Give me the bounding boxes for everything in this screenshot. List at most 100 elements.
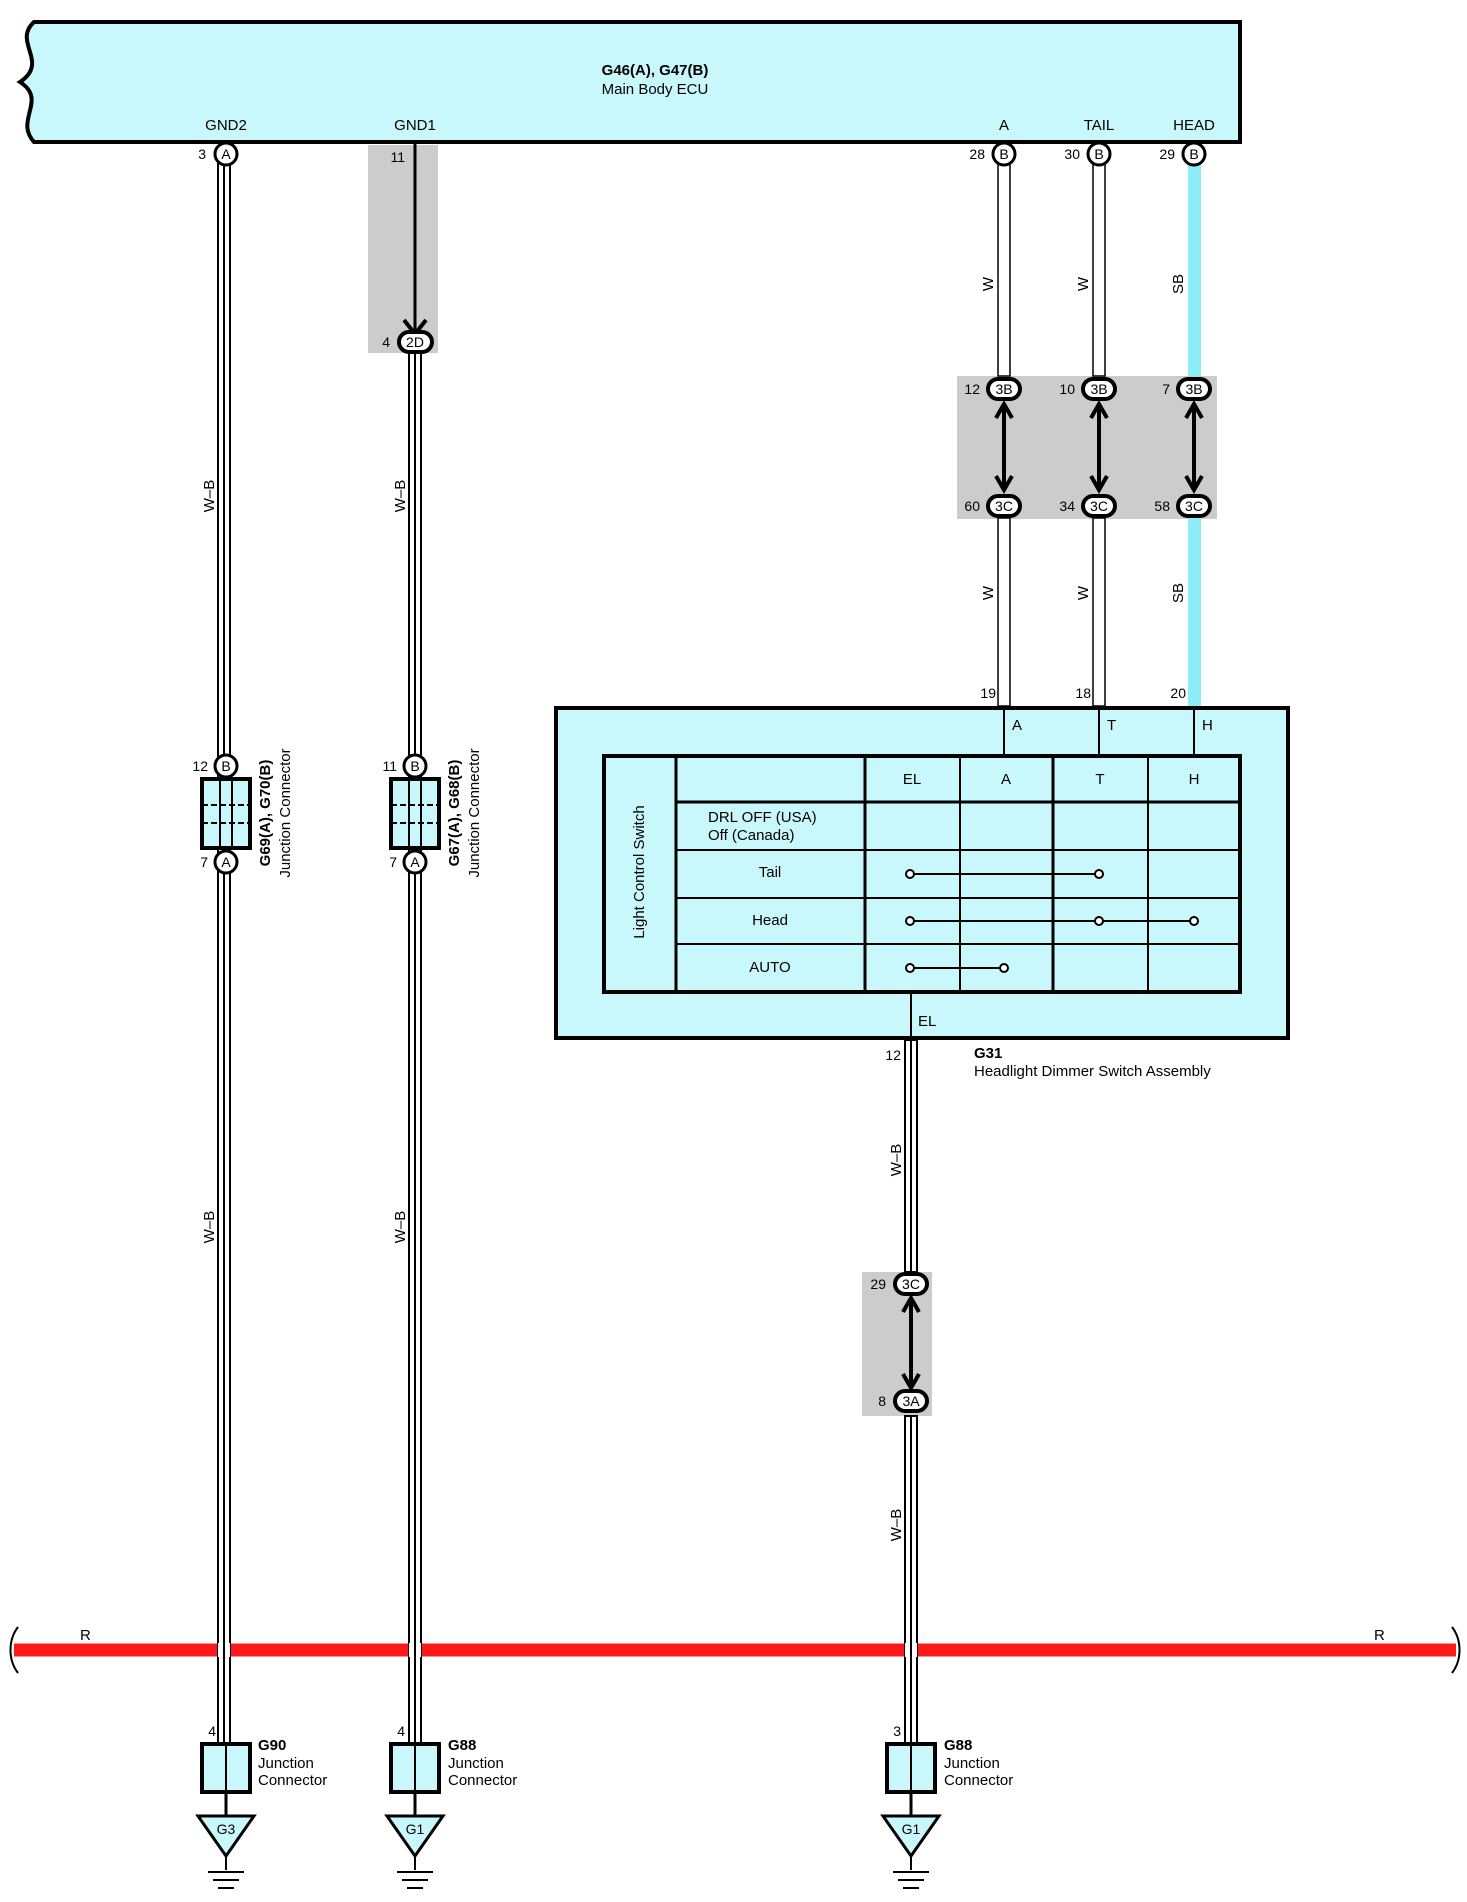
svg-text:B: B [221,758,230,774]
switch-side-label: Light Control Switch [631,805,648,938]
ground-symbol-g1-a: G1 [384,1814,446,1889]
svg-text:A: A [1012,717,1022,734]
svg-text:H: H [1202,717,1213,734]
svg-text:11: 11 [382,758,397,774]
svg-text:8: 8 [878,1393,886,1409]
bottom-connector-g88-b: 3 G88 Junction Connector G1 [880,1723,1013,1889]
svg-text:Connector: Connector [944,1772,1013,1789]
svg-text:3A: 3A [902,1393,920,1409]
splice-arrow-el [901,1293,921,1393]
switch-row-tail: Tail [759,864,782,881]
svg-text:3: 3 [893,1723,901,1739]
svg-text:3: 3 [198,146,206,162]
ground-symbol-g1-b: G1 [880,1814,942,1889]
svg-text:12: 12 [964,381,980,397]
splice-tail-3b: 3B 10 [1059,377,1117,401]
switch-row-off-1: DRL OFF (USA) [708,809,817,826]
splice-bg-gnd1 [368,145,438,353]
svg-text:12: 12 [192,758,208,774]
wire-label-r-right: R [1374,1627,1385,1644]
svg-text:3B: 3B [1185,381,1202,397]
splice-el-3a: 3A 8 [878,1389,929,1413]
switch-col-h: H [1189,771,1200,788]
svg-text:EL: EL [918,1013,936,1030]
switch-name: Headlight Dimmer Switch Assembly [974,1063,1211,1080]
junction-connector-g69-g70: B 12 A 7 G69(A), G70(B) Junction Connect… [192,748,294,877]
svg-text:G88: G88 [448,1737,476,1754]
switch-row-auto: AUTO [749,959,790,976]
main-body-ecu: G46(A), G47(B) Main Body ECU GND2 GND1 A… [16,20,1242,144]
ecu-pin-a: B 28 [969,141,1017,167]
wire-label-w-3: W [980,585,997,600]
ecu-terminal-gnd2: GND2 [205,117,247,134]
switch-col-a: A [1001,771,1011,788]
wire-label-wb-4: W–B [392,1211,409,1244]
junction-mid-title: G67(A), G68(B) [446,760,463,867]
ecu-pin-head: B 29 [1159,141,1207,167]
wire-gnd2 [217,153,231,1745]
wire-r: R R [9,1626,1461,1674]
svg-text:A: A [410,854,420,870]
svg-text:G90: G90 [258,1737,286,1754]
ecu-pin-tail: B 30 [1064,141,1112,167]
svg-text:B: B [999,146,1008,162]
svg-text:G88: G88 [944,1737,972,1754]
bottom-connector-g88-a: 4 G88 Junction Connector G1 [384,1723,517,1889]
svg-text:3B: 3B [995,381,1012,397]
svg-text:Junction: Junction [258,1755,314,1772]
svg-text:G3: G3 [217,1821,236,1837]
ground-symbol-g3: G3 [195,1814,257,1889]
svg-text:19: 19 [980,685,996,701]
splice-arrows-3b-3c [994,399,1204,495]
splice-tail-3c: 3C 34 [1059,494,1117,518]
svg-text:G1: G1 [902,1821,921,1837]
wire-a [997,163,1011,707]
svg-text:B: B [410,758,419,774]
svg-text:Connector: Connector [448,1772,517,1789]
svg-text:30: 30 [1064,146,1080,162]
svg-text:A: A [221,854,231,870]
splice-head-3b: 3B 7 [1162,377,1212,401]
svg-text:29: 29 [870,1276,886,1292]
wire-label-w-1: W [980,276,997,291]
svg-text:4: 4 [397,1723,405,1739]
svg-text:12: 12 [885,1047,901,1063]
svg-text:B: B [1189,146,1198,162]
svg-text:Junction: Junction [448,1755,504,1772]
svg-text:10: 10 [1059,381,1075,397]
wire-gnd1 [408,142,422,1745]
svg-text:3C: 3C [1090,498,1108,514]
switch-row-off-2: Off (Canada) [708,827,794,844]
junction-mid-name: Junction Connector [466,748,483,877]
splice-el-3c: 3C 29 [870,1272,929,1296]
junction-connector-g67-g68: B 11 A 7 G67(A), G68(B) Junction Connect… [382,748,483,877]
svg-text:T: T [1107,717,1116,734]
svg-text:7: 7 [389,854,397,870]
wire-head [1188,164,1201,706]
svg-text:3C: 3C [1185,498,1203,514]
ecu-terminal-head: HEAD [1173,117,1215,134]
svg-text:20: 20 [1170,685,1186,701]
svg-text:34: 34 [1059,498,1075,514]
ecu-terminal-a: A [999,117,1009,134]
svg-text:3B: 3B [1090,381,1107,397]
svg-text:29: 29 [1159,146,1175,162]
wire-label-wb-6: W–B [888,1509,905,1542]
wire-label-wb-2: W–B [201,1211,218,1244]
svg-text:G1: G1 [406,1821,425,1837]
splice-head-3c: 3C 58 [1154,494,1212,518]
wire-label-sb-2: SB [1170,583,1187,603]
wire-label-r-left: R [80,1627,91,1644]
switch-title: G31 [974,1045,1002,1062]
svg-text:Connector: Connector [258,1772,327,1789]
svg-text:58: 58 [1154,498,1170,514]
svg-text:B: B [1094,146,1103,162]
svg-text:4: 4 [208,1723,216,1739]
svg-text:4: 4 [382,334,390,350]
wire-label-w-2: W [1075,276,1092,291]
ecu-terminal-tail: TAIL [1084,117,1115,134]
wire-label-sb-1: SB [1170,274,1187,294]
junction-left-name: Junction Connector [277,748,294,877]
splice-gnd1-2d: 2D 4 [382,318,434,354]
